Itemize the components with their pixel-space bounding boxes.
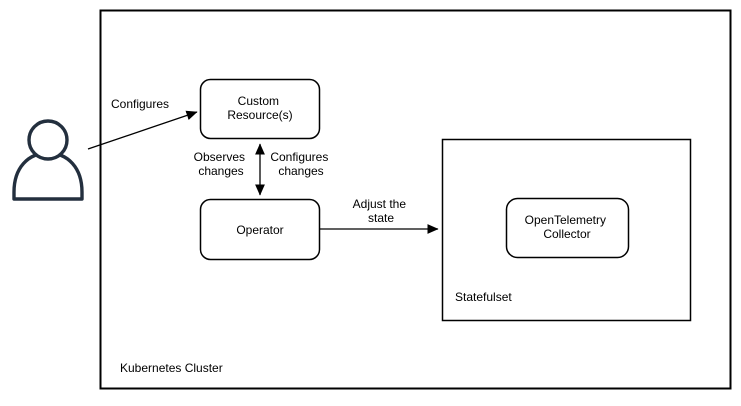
custom-resources-node bbox=[199, 78, 321, 140]
custom-resources-label: Custom Resource(s) bbox=[227, 94, 292, 122]
operator-label: Operator bbox=[236, 223, 283, 237]
kubernetes-cluster-label: Kubernetes Cluster bbox=[120, 361, 223, 375]
statefulset-label: Statefulset bbox=[455, 290, 512, 304]
edge-user-configures-label: Configures bbox=[111, 97, 169, 111]
edge-observes-changes-label: Observes changes bbox=[194, 150, 249, 178]
operator-node bbox=[199, 198, 321, 261]
otel-collector-node bbox=[505, 197, 630, 259]
otel-collector-label: OpenTelemetry Collector bbox=[525, 213, 610, 241]
kubernetes-cluster-box bbox=[99, 9, 732, 390]
person-head bbox=[27, 119, 69, 161]
statefulset-box bbox=[441, 138, 692, 322]
edge-adjust-state-label: Adjust the state bbox=[353, 197, 410, 225]
edge-configures-changes-label: Configures changes bbox=[270, 150, 331, 178]
edge-user-configures bbox=[87, 110, 198, 150]
person-icon bbox=[12, 119, 84, 201]
